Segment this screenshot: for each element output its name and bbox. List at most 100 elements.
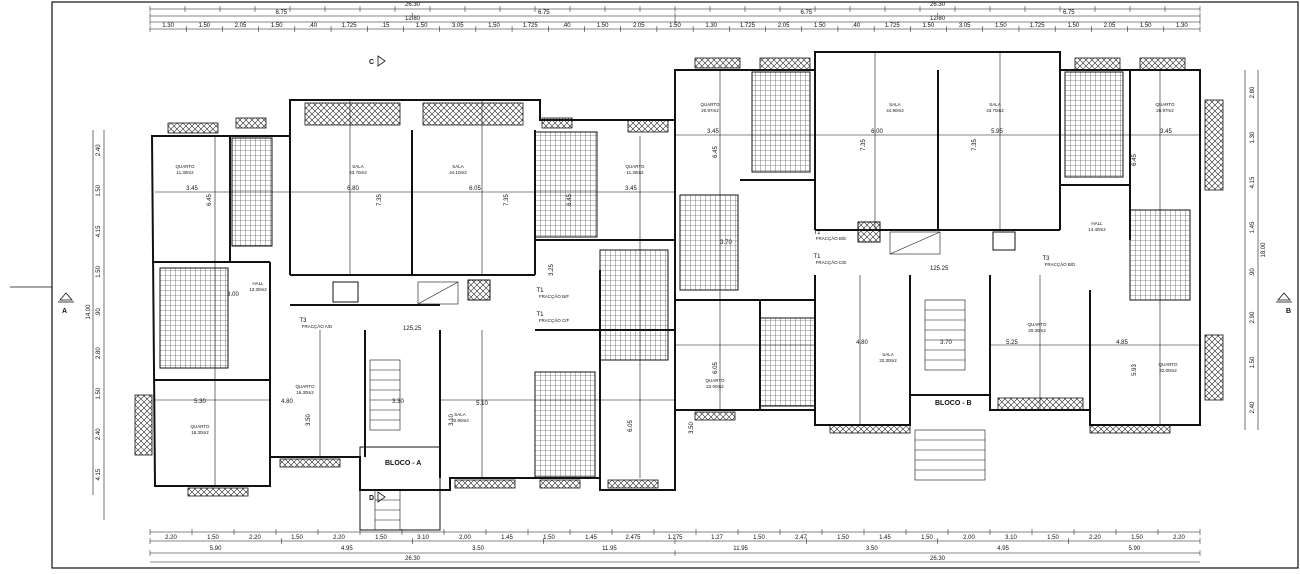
inner-dimension: 5.93 [1132,364,1138,376]
dimension-text: 1.30 [705,23,717,29]
dimension-text: 4.95 [997,546,1009,552]
dimension-text: 1.50 [1250,356,1256,368]
inner-dimension: 3.50 [689,422,695,434]
room-area: 14.40m2 [1088,227,1106,232]
dimension-text: 3.10 [417,535,429,541]
bath-tiles-b2 [1129,209,1191,301]
dimension-text: 1.50 [96,184,102,196]
sheet-frame [51,1,1299,569]
apartment-type: T1 [813,254,821,260]
inner-dimension: 6.45 [713,146,719,158]
dimension-text: 1.27 [711,535,723,541]
room-name: SALA [989,102,1001,107]
dimension-text: .15 [381,23,390,29]
dimension-text: 5.90 [210,546,222,552]
dimension-text: 2.05 [1104,23,1116,29]
section-arrow-c [377,55,386,67]
dimension-text: 2.05 [235,23,247,29]
room-dimension: 3.70 [720,240,732,246]
dimension-text: 12.80 [405,16,421,22]
dimension-text: 2.40 [96,428,102,440]
dimension-text: 6.75 [1063,10,1075,16]
inner-dimension: 6.45 [567,194,573,206]
dimension-text: 2.20 [165,535,177,541]
dimension-text: 1.725 [885,23,901,29]
room-dimension: 6.05 [469,186,481,192]
dimension-text: 2.00 [963,535,975,541]
dimension-text: 2.20 [1089,535,1101,541]
dimension-text: .40 [562,23,571,29]
stair-b [889,231,986,481]
dimension-text: 2.05 [633,23,645,29]
dimension-text: 1.50 [1140,23,1152,29]
room-area: 16.30m2 [191,430,209,435]
bath-tiles-a2 [599,249,669,361]
room-dimension: 3.00 [227,292,239,298]
dimension-text: 2.80 [1250,86,1256,98]
apartment-fraction: FRACÇÃO A/D [302,323,333,329]
apartment-type: T3 [299,318,307,324]
block-a-label: BLOCO - A [385,460,421,467]
elevator-b [857,221,881,243]
dimension-text: 1.30 [1176,23,1188,29]
kitchen-tiles-a3 [534,371,596,478]
dimension-text: 2.05 [778,23,790,29]
dimension-total-left: 14.00 [86,304,92,320]
apartment-fraction: FRACÇÃO C/E [816,259,847,265]
dimension-text: 1.50 [291,535,303,541]
room-dimension: 3.70 [940,340,952,346]
dimension-total-right: 18.00 [1261,242,1267,258]
dimension-text: 1.725 [342,23,358,29]
area-label-b: 125.25 [930,266,949,272]
dimension-text: 1.50 [198,23,210,29]
dimension-text: 2.47 [795,535,807,541]
apartment-type: T3 [1042,256,1050,262]
right-dimension-lines [1244,70,1259,430]
room-dimension: 5.25 [1006,340,1018,346]
dimension-text: 1.30 [162,23,174,29]
dimension-text: 4.15 [96,468,102,480]
dimension-text: .90 [1250,268,1256,277]
dimension-text: 3.05 [452,23,464,29]
room-area: 11.30m2 [626,170,644,175]
dimension-text: 2.80 [96,347,102,359]
dimension-text: 2.20 [249,535,261,541]
room-name: QUARTO [1155,102,1175,107]
dimension-text: 11.95 [602,546,617,552]
dimension-text: 1.50 [814,23,826,29]
kitchen-tiles-b2 [1064,71,1124,178]
apartment-type: T1 [813,230,821,236]
dimension-text: 4.95 [341,546,353,552]
inner-dimension: 6.05 [713,362,719,374]
inner-dimension: 7.35 [377,194,383,206]
dimension-text: .90 [96,308,102,317]
apartment-fraction: FRACÇÃO B/E [816,235,847,241]
left-dimension-lines [92,130,105,520]
dimension-text: 1.45 [585,535,597,541]
shaft-a [332,281,359,303]
room-name: QUARTO [295,384,315,389]
dimension-text: 3.50 [866,546,878,552]
dimension-text: 1.50 [543,535,555,541]
room-name: QUARTO [190,424,210,429]
room-name: QUARTO [1158,362,1178,367]
dimension-text: 1.50 [837,535,849,541]
section-label-d: D [369,495,374,502]
area-label-a: 125.25 [403,326,422,332]
shaft-b [992,231,1016,251]
apartment-type: T1 [536,288,544,294]
dimension-text: 2.40 [1250,401,1256,413]
room-name: QUARTO [705,378,725,383]
dimension-text: 11.95 [733,546,748,552]
dimension-text: 26.30 [930,556,946,562]
dimension-text: 2.20 [333,535,345,541]
dimension-text: 4.15 [1250,176,1256,188]
dimension-text: 1.50 [669,23,681,29]
dimension-text: 1.50 [1067,23,1079,29]
dimension-text: .40 [309,23,318,29]
dimension-text: 1.50 [921,535,933,541]
dimension-text: 26.30 [405,2,421,8]
